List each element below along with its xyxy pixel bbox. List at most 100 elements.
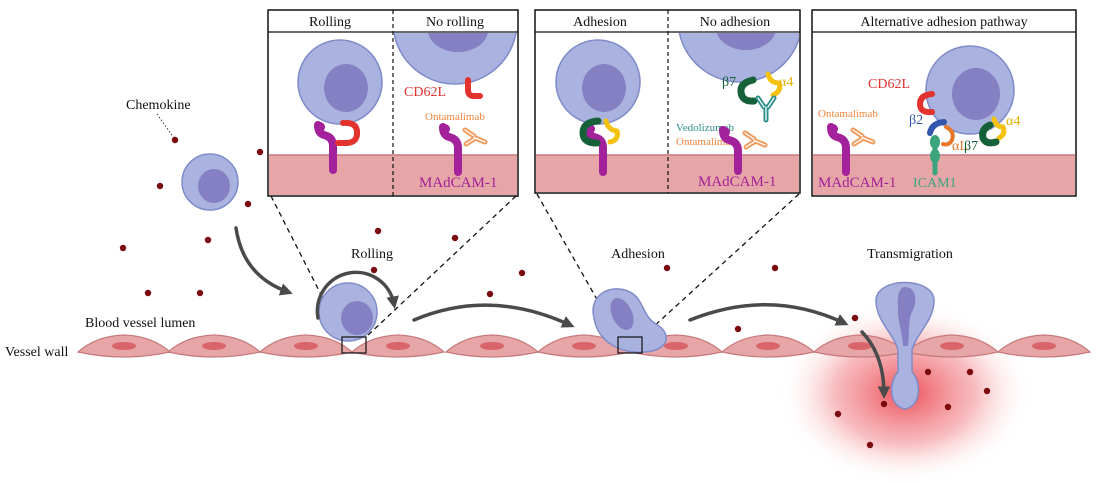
transmigrating-leukocyte: [875, 281, 935, 410]
header-no-rolling: No rolling: [426, 15, 484, 30]
chemokine-dot: [119, 244, 127, 252]
chemokine-dot: [486, 290, 494, 298]
stage-label-rolling: Rolling: [351, 247, 393, 262]
antibody-inner: [757, 97, 775, 121]
madcam-1-molecule: [719, 126, 742, 175]
chemokine-dot: [866, 441, 874, 449]
chemokine-dot: [144, 289, 152, 297]
leukocyte-nucleus: [428, 33, 488, 52]
endothelial-nucleus: [202, 342, 226, 350]
chemokine-dot: [370, 266, 378, 274]
beta7-label: β7: [964, 139, 978, 154]
chemokine-dot: [156, 182, 164, 190]
chemokine-dot: [771, 264, 779, 272]
madcam-1-head: [440, 124, 450, 134]
ontamalimab-label: Ontamalimab: [818, 108, 878, 120]
stage-label-transmigration: Transmigration: [867, 247, 953, 262]
chemokine-dot: [966, 368, 974, 376]
chemokine-dot: [983, 387, 991, 395]
antibody-inner: [852, 129, 874, 145]
alpha4-integrin: [603, 118, 620, 145]
arrow-into-tissue: [860, 330, 891, 400]
leukocyte: [678, 33, 799, 83]
panel-frame: [534, 9, 801, 194]
leukocyte-nucleus: [341, 301, 373, 335]
leukocyte-partial: [394, 33, 517, 85]
cd62l-label: CD62L: [404, 85, 446, 100]
leukocyte-nucleus: [610, 298, 634, 330]
chemokine-dot: [851, 314, 859, 322]
chemokine-dot: [924, 368, 932, 376]
endothelial-nucleus: [940, 342, 964, 350]
endothelial-nucleus: [848, 342, 872, 350]
free-leukocyte: [181, 153, 239, 211]
header-alternative-pathway: Alternative adhesion pathway: [860, 15, 1027, 30]
beta7-label: β7: [722, 75, 736, 90]
chemokine-dot: [944, 403, 952, 411]
madcam-1-label: MAdCAM-1: [419, 175, 497, 191]
leukocyte-nucleus: [897, 287, 916, 346]
chemokine-dot: [244, 200, 252, 208]
leukocyte-nucleus: [198, 169, 230, 203]
madcam-1-head: [720, 127, 730, 137]
madcam-1-label: MAdCAM-1: [698, 174, 776, 190]
icam1-domain: [930, 135, 940, 149]
ontamalimab-antibody: [742, 130, 768, 150]
endothelium-band: [813, 155, 1075, 195]
endothelial-nucleus: [386, 342, 410, 350]
endothelial-nucleus: [294, 342, 318, 350]
beta2-label: β2: [909, 113, 923, 128]
arrow-to-adhesion: [412, 303, 575, 328]
alphaL-label: αL: [952, 139, 968, 154]
vessel-wall-label: Vessel wall: [5, 345, 68, 360]
antibody-inner: [744, 132, 766, 148]
vedolizumab-antibody: [755, 95, 777, 123]
leukocyte-partial: [678, 33, 799, 83]
endothelial-nucleus: [756, 342, 780, 350]
beta7-integrin: [979, 121, 1000, 147]
lumen-label: Blood vessel lumen: [85, 316, 195, 331]
ontamalimab-label: Ontamalimab: [425, 111, 485, 123]
leukocyte-nucleus: [324, 64, 368, 112]
madcam-1-molecule: [439, 123, 462, 176]
zoom-box-rolling: [341, 336, 367, 354]
adherent-leukocyte: [592, 288, 667, 353]
header-rolling: Rolling: [309, 15, 351, 30]
madcam-1-head: [828, 124, 838, 134]
vessel-wall: [76, 334, 1092, 358]
stage-label-adhesion: Adhesion: [611, 247, 665, 262]
rolling-arc-arrow: [315, 270, 399, 320]
chemokine-dot: [518, 269, 526, 277]
cd62l-molecule: [465, 77, 483, 99]
chemokine-dot: [451, 234, 459, 242]
madcam-1-head: [315, 122, 325, 132]
leukocyte-nucleus: [952, 68, 1000, 120]
chemokine-dot: [256, 148, 264, 156]
alpha4-label: α4: [779, 75, 793, 90]
chemokine-dot: [374, 227, 382, 235]
zoom-connector: [364, 195, 517, 339]
rolling-leukocyte: [318, 282, 378, 342]
beta7-integrin: [737, 76, 758, 105]
beta2-integrin: [927, 119, 947, 136]
beta7-integrin: [579, 117, 602, 147]
chemokine-dot: [204, 236, 212, 244]
alphaL-integrin: [941, 125, 955, 147]
madcam-1-molecule: [827, 123, 850, 176]
chemokine-label: Chemokine: [126, 98, 191, 113]
leukocyte: [394, 33, 517, 85]
icam1-domain: [930, 149, 940, 163]
ontamalimab-antibody: [850, 127, 876, 147]
cd62l-label: CD62L: [868, 77, 910, 92]
endothelial-nucleus: [572, 342, 596, 350]
chemokine-dot: [171, 136, 179, 144]
cd62l-molecule: [335, 119, 361, 146]
ontamalimab-antibody: [462, 127, 488, 147]
endothelial-nucleus: [112, 342, 136, 350]
chemokine-dot: [880, 400, 888, 408]
endothelial-nucleus: [664, 342, 688, 350]
chemokine-dot: [196, 289, 204, 297]
alpha4-integrin: [991, 116, 1007, 141]
panel-rolling: CD62L Ontamalimab MAdCAM-1 Rolling No ro…: [267, 9, 519, 197]
